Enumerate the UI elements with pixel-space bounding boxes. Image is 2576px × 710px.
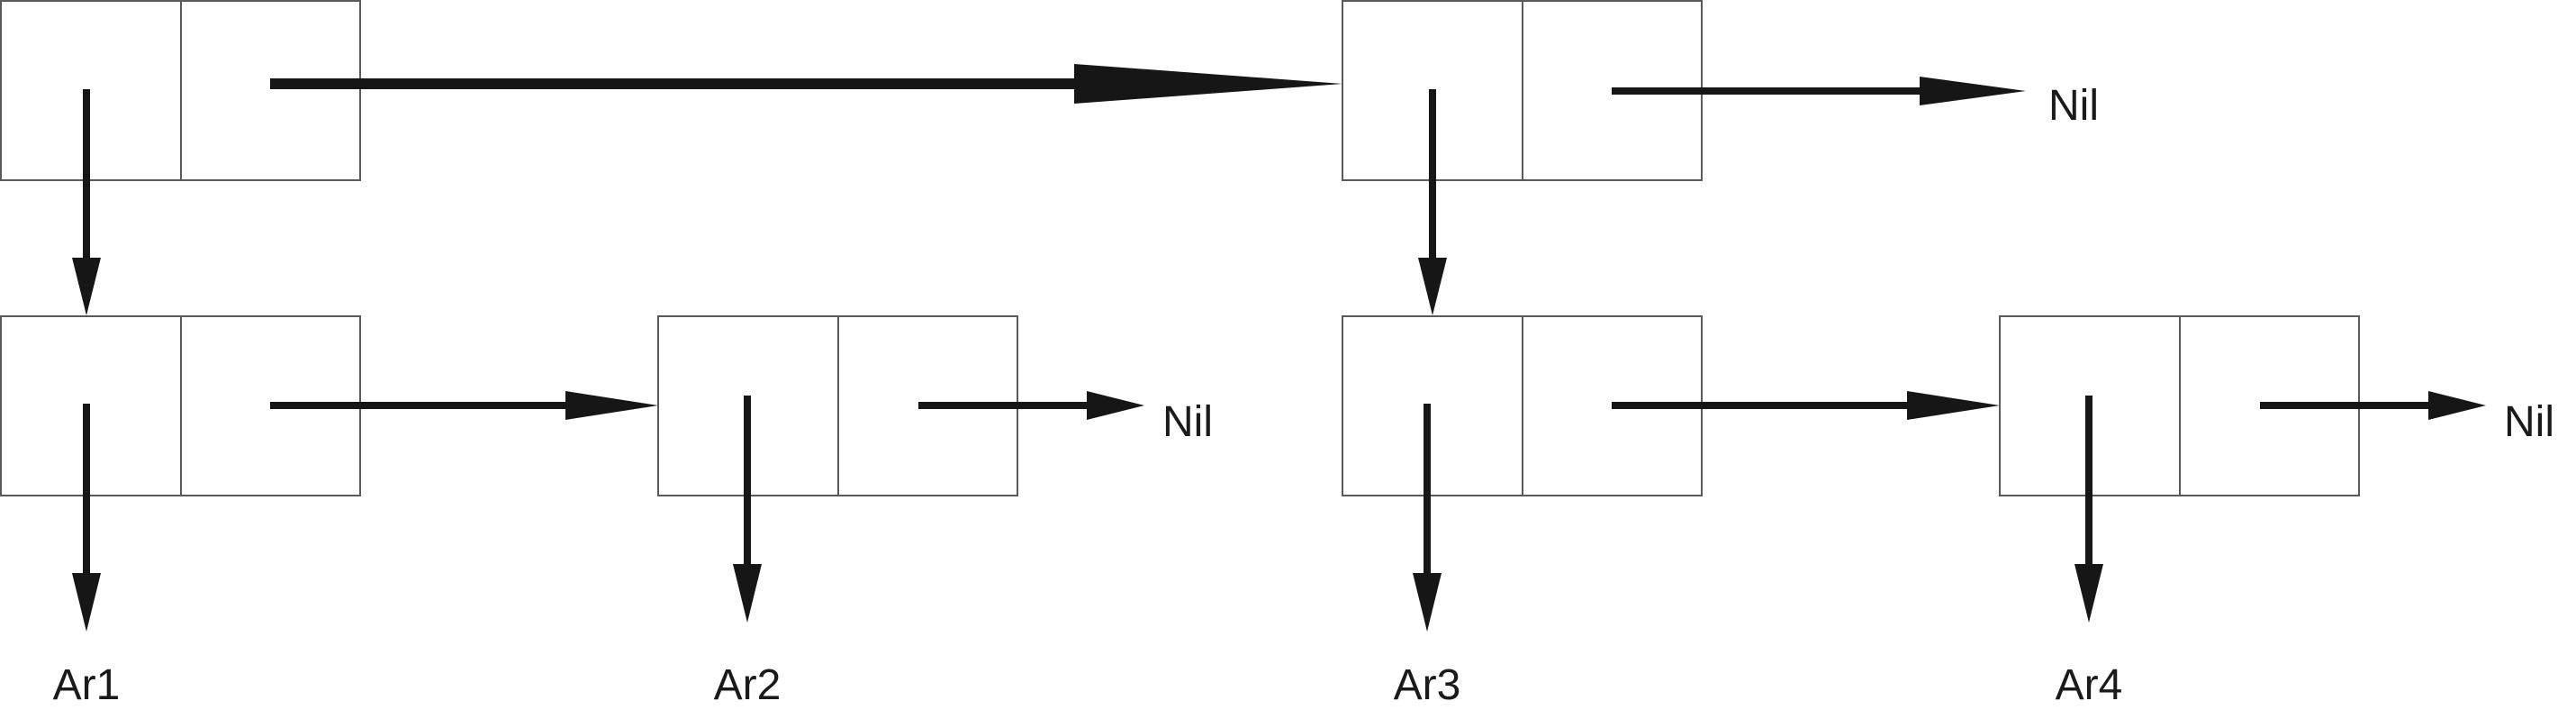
top-node-1-cdr-cell (180, 0, 361, 181)
arrow-to-ar1 (72, 404, 101, 632)
sublist-1-node-1 (0, 315, 361, 496)
top-node-2 (1342, 0, 1703, 181)
arrow-sub-1-node-2-to-nil (918, 391, 1144, 420)
leaf-label-ar4: Ar4 (2056, 661, 2123, 709)
sublist-2-node-1-car-cell (1342, 315, 1523, 496)
top-node-1 (0, 0, 361, 181)
arrow-top-2-down (1418, 89, 1447, 315)
nil-label-sublist-1: Nil (1162, 398, 1213, 446)
arrow-sub-2-node-2-to-nil (2260, 391, 2486, 420)
sublist-2-node-1 (1342, 315, 1703, 496)
arrow-top-1-down (72, 89, 101, 315)
leaf-label-ar2: Ar2 (714, 661, 782, 709)
arrow-to-ar4 (2074, 396, 2103, 623)
arrow-sub-2-node-1-to-node-2 (1612, 391, 2000, 420)
sublist-1-node-1-car-cell (0, 315, 182, 496)
arrow-to-ar2 (733, 396, 762, 623)
nil-label-sublist-2: Nil (2504, 398, 2554, 446)
leaf-label-ar1: Ar1 (53, 661, 121, 709)
leaf-label-ar3: Ar3 (1394, 661, 1461, 709)
arrow-top-2-to-nil (1612, 77, 2026, 105)
arrow-top-1-to-top-2 (270, 64, 1342, 104)
arrow-sub-1-node-1-to-node-2 (270, 391, 658, 420)
arrow-to-ar3 (1413, 404, 1442, 632)
top-node-1-car-cell (0, 0, 182, 181)
nil-label-top: Nil (2048, 82, 2099, 130)
